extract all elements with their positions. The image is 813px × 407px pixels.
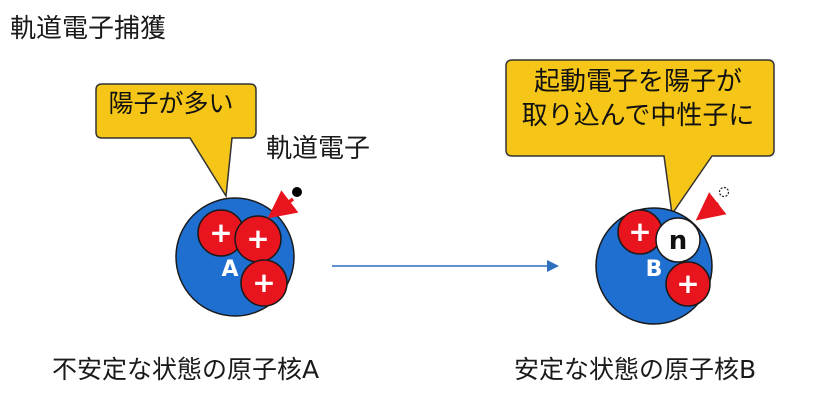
proton-b-1-sign: +	[628, 215, 651, 248]
capture-arrow-left	[267, 190, 299, 219]
proton-a-3	[240, 259, 288, 307]
nucleus-a: + + + A	[175, 197, 295, 317]
bubble-right-line-2: 取り込んで中性子に	[521, 100, 755, 131]
proton-b-2	[665, 261, 711, 307]
capture-arrow-right	[695, 192, 727, 221]
speech-bubble-left	[95, 83, 257, 199]
bubble-right-line-1: 起動電子を陽子が	[533, 67, 742, 97]
orbital-electron	[292, 187, 302, 197]
orbital-electron-label: 軌道電子	[266, 134, 371, 164]
nucleus-a-label: A	[221, 257, 238, 282]
proton-b-2-sign: +	[676, 267, 699, 300]
neutron-b	[655, 217, 701, 263]
nucleus-b-label: B	[646, 257, 663, 282]
neutron-b-sign: n	[669, 226, 688, 256]
captured-electron	[718, 186, 730, 198]
proton-a-1-sign: +	[209, 216, 232, 249]
caption-nucleus-b: 安定な状態の原子核B	[514, 355, 757, 384]
diagram-title: 軌道電子捕獲	[10, 14, 167, 44]
nucleus-b: + + n B	[595, 207, 713, 325]
caption-nucleus-a: 不安定な状態の原子核A	[52, 355, 320, 384]
bubble-left-text: 陽子が多い	[108, 89, 234, 118]
proton-a-3-sign: +	[252, 266, 275, 299]
speech-bubble-right	[505, 59, 775, 217]
bubble-right-text: 起動電子を陽子が 取り込んで中性子に	[500, 66, 776, 134]
proton-a-2-sign: +	[246, 222, 269, 255]
